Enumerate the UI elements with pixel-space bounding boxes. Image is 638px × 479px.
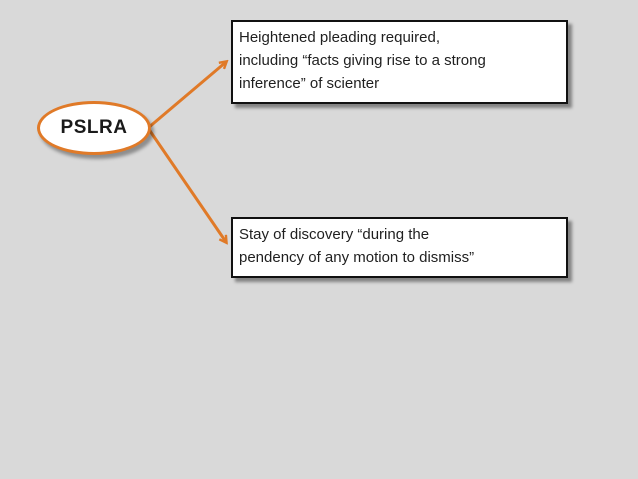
child-node-pleading: Heightened pleading required, including …: [231, 20, 568, 104]
child-node-text-line: inference” of scienter: [239, 75, 380, 92]
connector-arrow-bottom: [146, 127, 226, 242]
child-node-discovery-stay: Stay of discovery “during the pendency o…: [231, 217, 568, 278]
connector-arrow-top: [147, 62, 226, 130]
root-node-label: PSLRA: [60, 117, 128, 138]
child-node-text-line: including “facts giving rise to a strong: [239, 52, 486, 69]
child-node-text-line: Heightened pleading required,: [239, 29, 440, 46]
root-node-oval: PSLRA: [37, 101, 151, 155]
child-node-text-line: Stay of discovery “during the: [239, 226, 430, 243]
child-node-text-line: pendency of any motion to dismiss”: [239, 249, 475, 266]
